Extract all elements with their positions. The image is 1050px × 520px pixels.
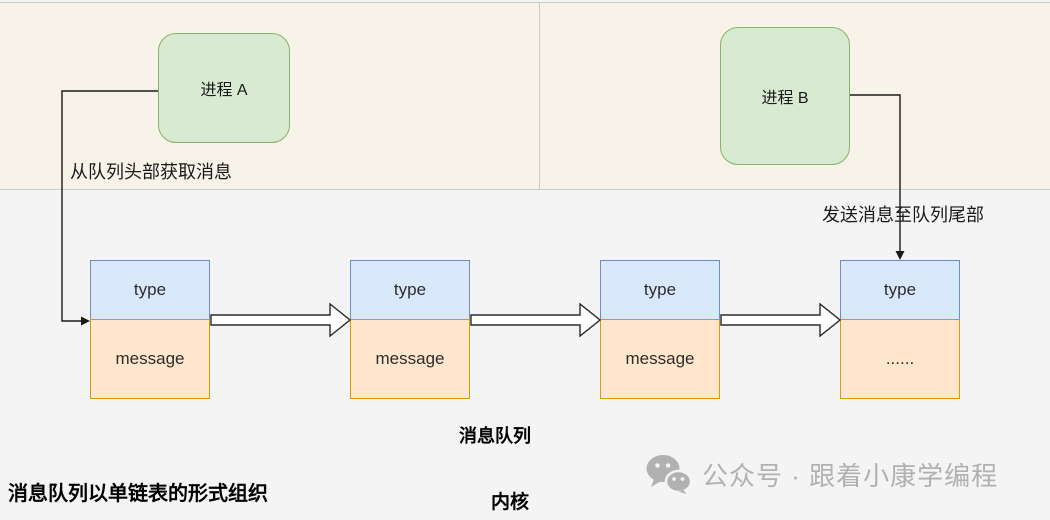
process-b-label: 进程 B — [761, 90, 809, 107]
kernel-caption: 内核 — [491, 492, 530, 513]
next-pointer-arrow — [720, 302, 842, 338]
node-message-field: message — [600, 319, 720, 399]
node-type-field: type — [600, 260, 720, 320]
node-message-field: message — [350, 319, 470, 399]
process-a-label: 进程 A — [200, 82, 248, 99]
queue-node: type message — [600, 260, 720, 399]
process-b-box: 进程 B — [720, 27, 850, 165]
queue-node: type message — [90, 260, 210, 399]
next-pointer-arrow — [210, 302, 352, 338]
send-to-tail-label: 发送消息至队列尾部 — [822, 205, 984, 225]
watermark: 公众号 · 跟着小康学编程 — [645, 454, 998, 494]
queue-node: type message — [350, 260, 470, 399]
next-pointer-arrow — [470, 302, 602, 338]
node-type-field: type — [840, 260, 960, 320]
panel-divider — [539, 2, 540, 190]
watermark-text: 公众号 · 跟着小康学编程 — [702, 460, 999, 491]
wechat-logo-icon — [646, 455, 693, 494]
queue-caption: 消息队列 — [459, 426, 531, 446]
queue-node: type ...... — [840, 260, 960, 399]
process-a-box: 进程 A — [158, 33, 290, 143]
node-type-field: type — [350, 260, 470, 320]
note-caption: 消息队列以单链表的形式组织 — [8, 483, 268, 505]
receive-from-head-label: 从队列头部获取消息 — [70, 162, 232, 182]
node-message-field: ...... — [840, 319, 960, 399]
node-type-field: type — [90, 260, 210, 320]
node-message-field: message — [90, 319, 210, 399]
